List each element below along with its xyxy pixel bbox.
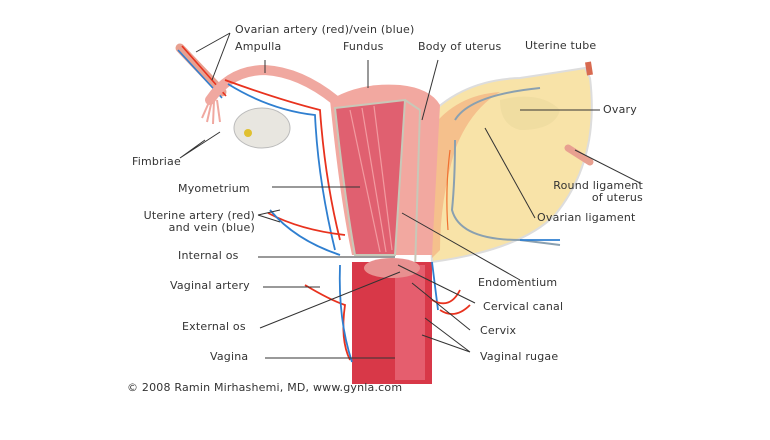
myometrium xyxy=(333,98,407,256)
label-round-ligament: Round ligament of uterus xyxy=(540,180,643,204)
label-external-os: External os xyxy=(182,320,246,333)
label-body-of-uterus: Body of uterus xyxy=(418,40,502,53)
label-fundus: Fundus xyxy=(343,40,384,53)
label-uterine-artery-line2: and vein (blue) xyxy=(168,221,255,234)
leader-lines xyxy=(179,32,641,359)
label-uterine-tube: Uterine tube xyxy=(525,39,597,52)
label-cervical-canal: Cervical canal xyxy=(483,300,564,313)
label-ovarian-artery: Ovarian artery (red)/vein (blue) xyxy=(235,23,415,36)
label-endomentium: Endomentium xyxy=(478,276,558,289)
left-ovary xyxy=(233,107,291,149)
label-fimbriae: Fimbriae xyxy=(132,155,181,168)
label-vagina: Vagina xyxy=(210,350,249,363)
label-myometrium: Myometrium xyxy=(178,182,250,195)
label-vaginal-artery: Vaginal artery xyxy=(170,279,250,292)
label-round-ligament-line1: Round ligament xyxy=(553,179,643,192)
label-cervix: Cervix xyxy=(480,324,517,337)
copyright-notice: © 2008 Ramin Mirhashemi, MD, www.gynla.c… xyxy=(127,381,403,394)
label-vaginal-rugae: Vaginal rugae xyxy=(480,350,559,363)
label-uterine-artery: Uterine artery (red) and vein (blue) xyxy=(125,210,255,234)
label-internal-os: Internal os xyxy=(178,249,239,262)
label-ampulla: Ampulla xyxy=(235,40,282,53)
ligament-shade xyxy=(430,92,500,258)
label-round-ligament-line2: of uterus xyxy=(591,191,643,204)
uterine-vessels xyxy=(224,79,560,363)
right-ovary xyxy=(500,96,560,130)
fimbriae-shape xyxy=(201,99,221,125)
label-uterine-artery-line1: Uterine artery (red) xyxy=(143,209,255,222)
label-ovarian-ligament: Ovarian ligament xyxy=(537,211,636,224)
label-ovary: Ovary xyxy=(603,103,637,116)
round-ligament-stub xyxy=(564,144,594,166)
